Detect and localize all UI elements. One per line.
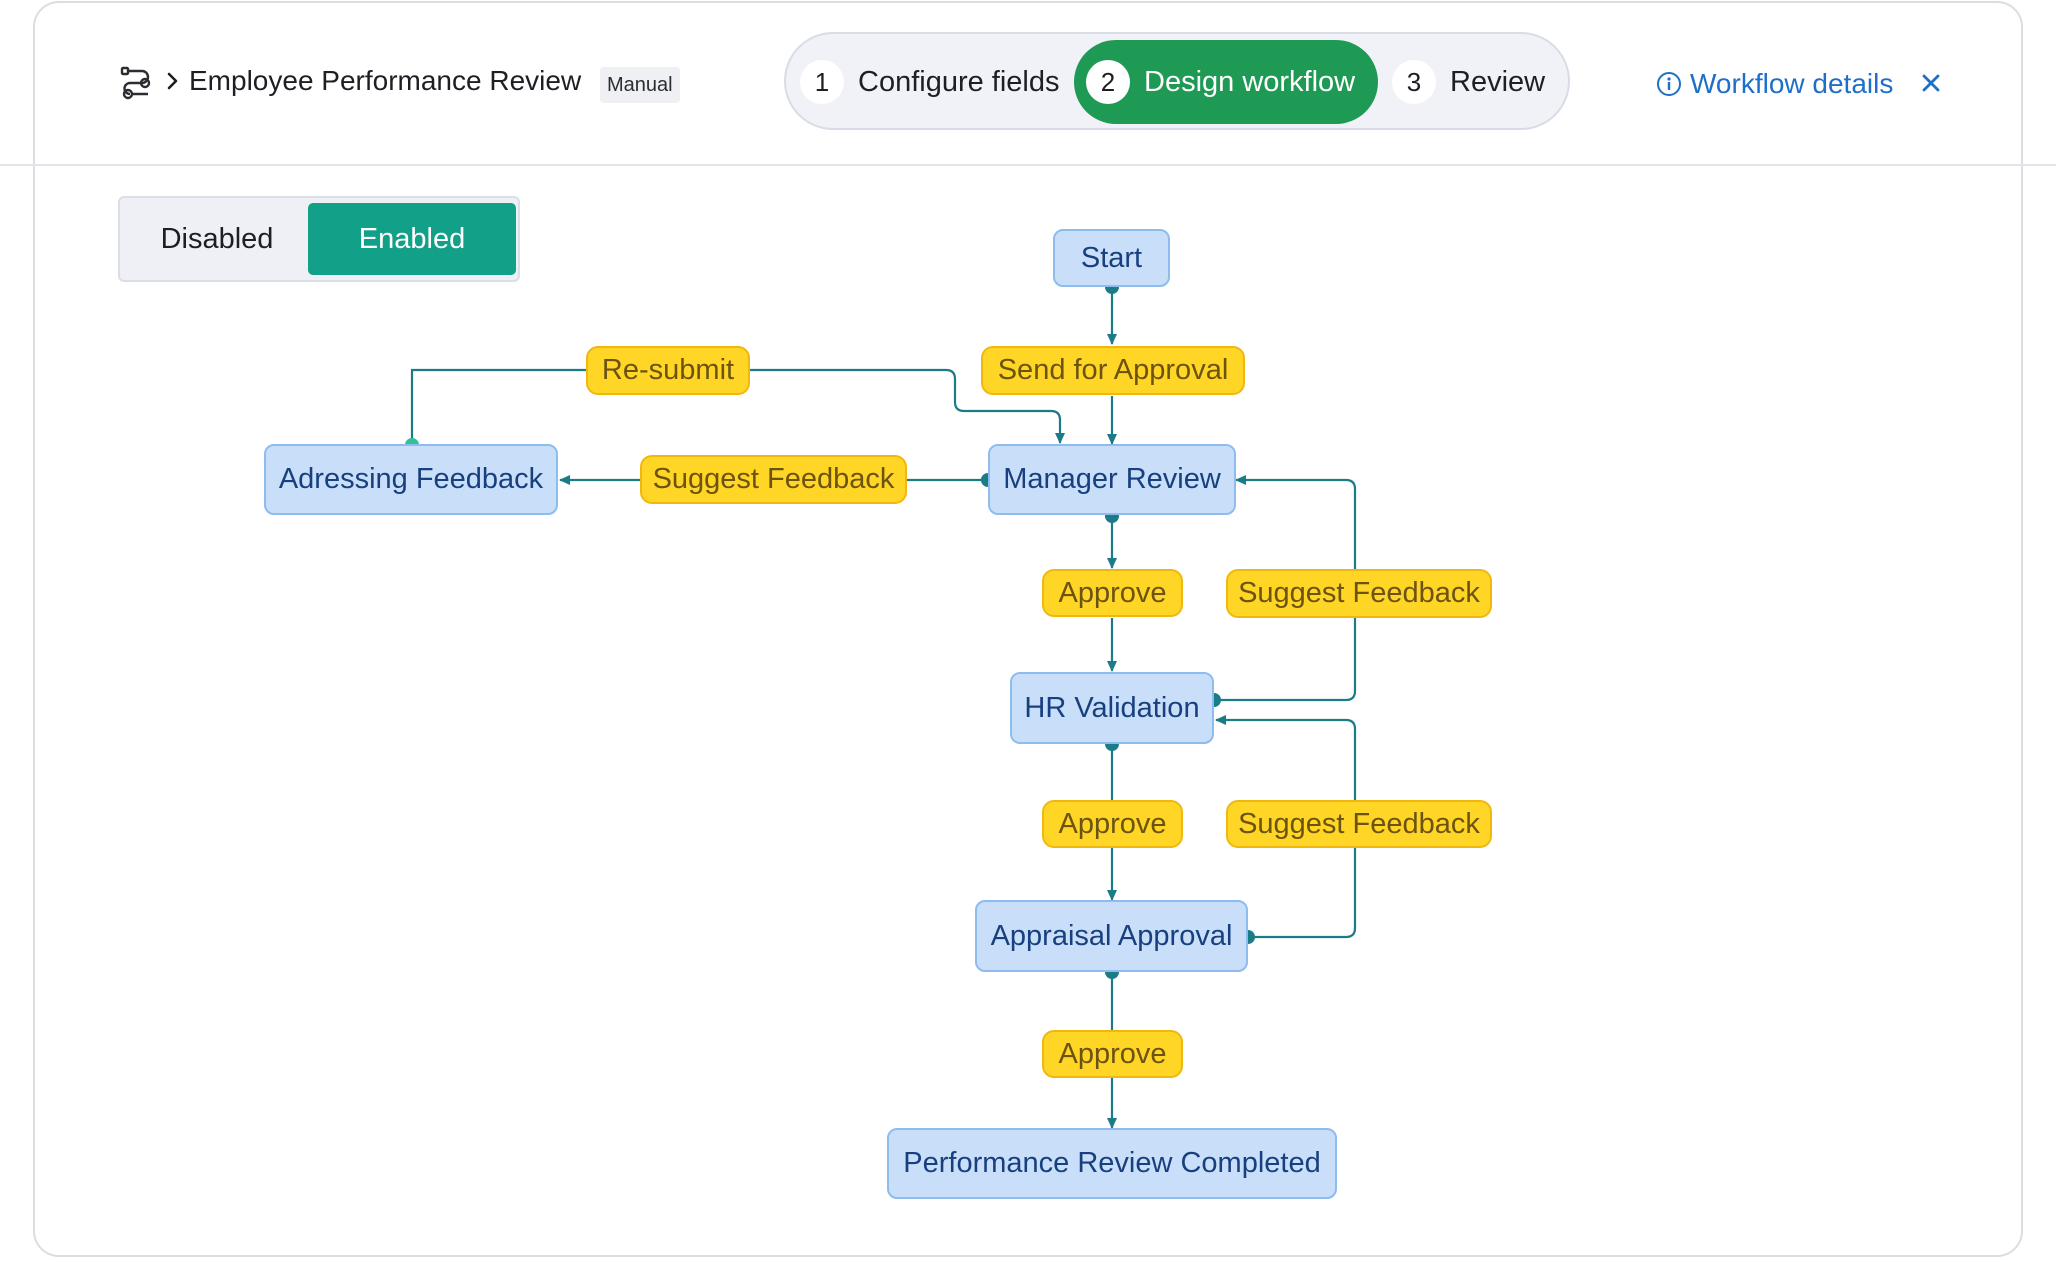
state-start[interactable]: Start <box>1053 229 1170 287</box>
toggle-enabled-option[interactable]: Enabled <box>308 203 516 275</box>
transition-resubmit[interactable]: Re-submit <box>586 346 750 395</box>
transition-approve-manager[interactable]: Approve <box>1042 569 1183 617</box>
workflow-icon <box>120 66 151 100</box>
chevron-right-icon <box>167 72 178 90</box>
transition-suggest-feedback-hr[interactable]: Suggest Feedback <box>1226 569 1492 618</box>
step-review[interactable]: 3 Review <box>1392 40 1562 124</box>
step-label: Review <box>1450 65 1546 98</box>
step-number: 1 <box>800 60 844 104</box>
page-title: Employee Performance Review <box>189 65 582 96</box>
trigger-type-badge: Manual <box>600 67 680 103</box>
close-icon[interactable] <box>1922 74 1940 92</box>
transition-suggest-feedback-manager[interactable]: Suggest Feedback <box>640 455 907 504</box>
step-design-workflow[interactable]: 2 Design workflow <box>1074 40 1378 124</box>
workflow-editor-panel <box>33 1 2023 1257</box>
workflow-status-toggle: Disabled Enabled <box>118 196 520 282</box>
workflow-details-label: Workflow details <box>1690 68 1894 99</box>
transition-approve-hr[interactable]: Approve <box>1042 800 1183 848</box>
state-addressing-feedback[interactable]: Adressing Feedback <box>264 444 558 515</box>
transition-suggest-feedback-appraisal[interactable]: Suggest Feedback <box>1226 800 1492 848</box>
step-number: 3 <box>1392 60 1436 104</box>
state-manager-review[interactable]: Manager Review <box>988 444 1236 515</box>
workflow-details-link[interactable]: Workflow details <box>1656 66 1893 102</box>
transition-approve-appraisal[interactable]: Approve <box>1042 1030 1183 1078</box>
toggle-disabled-option[interactable]: Disabled <box>160 222 274 255</box>
step-configure-fields[interactable]: 1 Configure fields <box>800 40 1090 124</box>
transition-send-for-approval[interactable]: Send for Approval <box>981 346 1245 395</box>
wizard-stepper: 1 Configure fields 2 Design workflow 3 R… <box>784 32 1570 130</box>
state-appraisal-approval[interactable]: Appraisal Approval <box>975 900 1248 972</box>
info-icon <box>1657 72 1681 96</box>
step-label: Design workflow <box>1144 65 1356 98</box>
state-performance-review-completed[interactable]: Performance Review Completed <box>887 1128 1337 1199</box>
header-divider <box>0 164 2056 166</box>
step-number: 2 <box>1086 60 1130 104</box>
state-hr-validation[interactable]: HR Validation <box>1010 672 1214 744</box>
step-label: Configure fields <box>858 65 1060 98</box>
